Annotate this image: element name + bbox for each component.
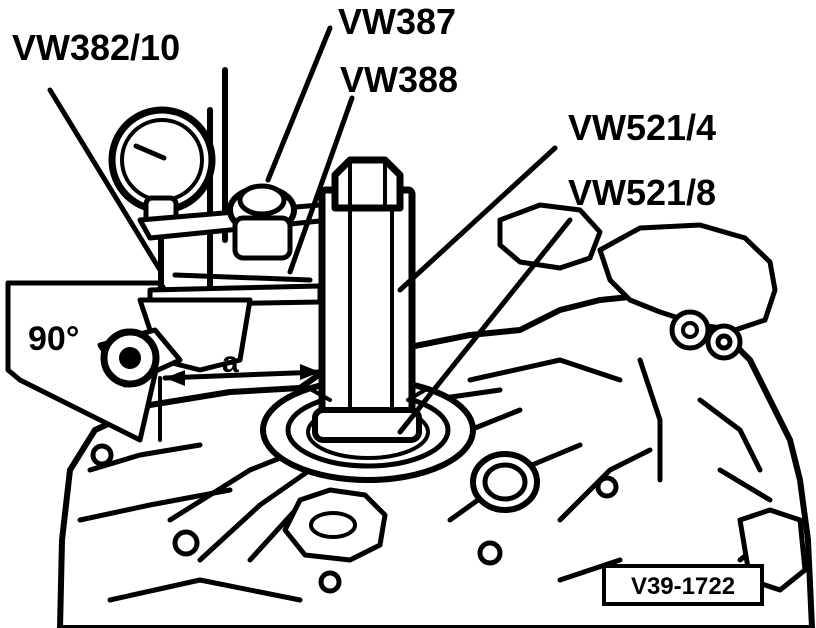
leader-vw521-4 <box>397 145 558 293</box>
label-vw521-8: VW521/8 <box>568 172 716 213</box>
leader-vw382-10 <box>47 87 163 273</box>
lever-eye <box>97 327 183 388</box>
label-angle-90: 90° <box>28 320 79 358</box>
figure-id-box: V39-1722 <box>602 564 764 606</box>
figure-id-label: V39-1722 <box>631 573 735 600</box>
leader-vw521-8 <box>397 217 573 435</box>
shaft-tool <box>310 156 427 443</box>
label-vw387: VW387 <box>338 1 456 42</box>
label-vw388: VW388 <box>340 59 458 100</box>
housing-bolt-icon <box>90 309 743 594</box>
dial-gauge <box>108 67 333 343</box>
label-dimension-a: a <box>222 346 239 379</box>
measure-a-arrows <box>158 364 323 442</box>
leader-vw387 <box>265 25 333 183</box>
label-vw521-4: VW521/4 <box>568 107 716 148</box>
label-vw382-10: VW382/10 <box>12 27 180 68</box>
leader-vw388 <box>287 95 355 275</box>
leader-lines <box>47 25 573 435</box>
